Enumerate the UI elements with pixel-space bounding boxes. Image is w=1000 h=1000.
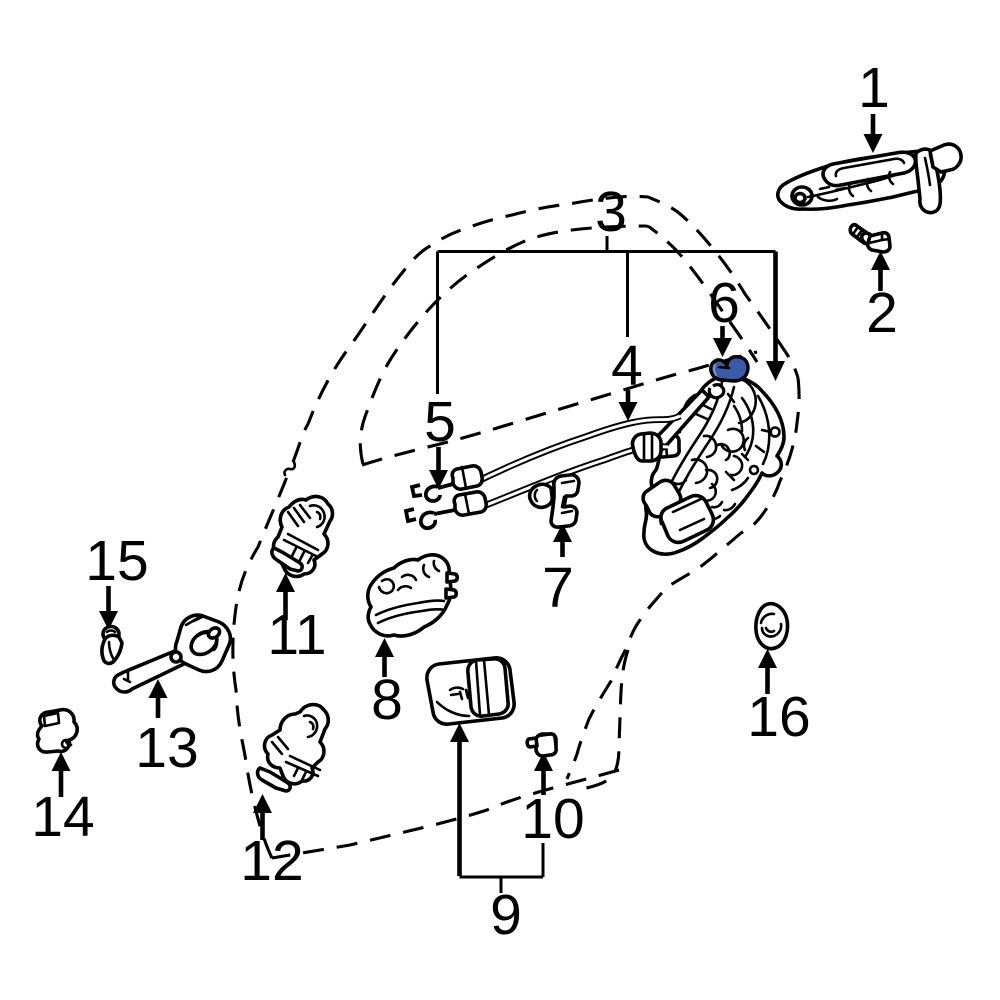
svg-text:11: 11	[267, 603, 326, 667]
svg-text:1: 1	[858, 56, 890, 120]
svg-text:15: 15	[85, 529, 148, 593]
svg-text:4: 4	[611, 334, 643, 398]
svg-text:12: 12	[240, 829, 303, 893]
svg-text:6: 6	[708, 271, 740, 335]
svg-text:13: 13	[135, 716, 198, 780]
svg-text:5: 5	[424, 390, 456, 454]
svg-text:8: 8	[371, 668, 403, 732]
svg-text:10: 10	[521, 787, 584, 851]
svg-text:16: 16	[747, 685, 810, 749]
svg-text:2: 2	[866, 281, 898, 345]
svg-text:3: 3	[595, 180, 627, 244]
svg-text:9: 9	[490, 883, 522, 947]
svg-text:7: 7	[542, 556, 574, 620]
svg-text:14: 14	[31, 785, 94, 849]
